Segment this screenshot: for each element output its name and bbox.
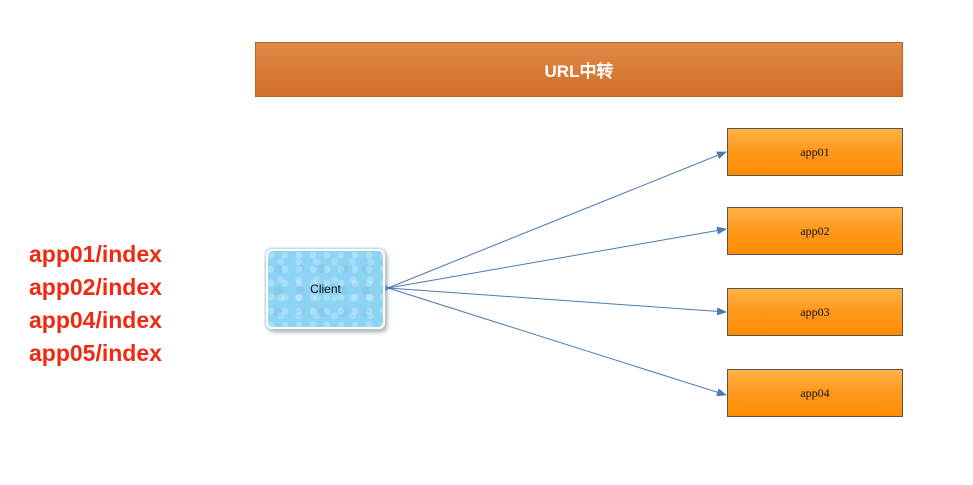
app03-node: app03 xyxy=(727,288,903,336)
app-label: app01 xyxy=(800,144,830,159)
url-relay-banner: URL中转 xyxy=(255,42,903,97)
arrow-to-app01 xyxy=(387,151,727,289)
app01-node: app01 xyxy=(727,128,903,176)
banner-title: URL中转 xyxy=(544,62,614,81)
url-path-item: app01/index xyxy=(29,241,162,267)
app-label: app03 xyxy=(800,304,830,319)
client-label: Client xyxy=(310,282,341,296)
client-node: Client xyxy=(266,249,385,329)
url-path-list: app01/index app02/index app04/index app0… xyxy=(29,238,162,370)
url-path-item: app04/index xyxy=(29,307,162,333)
url-path-item: app02/index xyxy=(29,274,162,300)
arrow-to-app04 xyxy=(387,287,727,397)
app-label: app02 xyxy=(800,223,830,238)
url-path-item: app05/index xyxy=(29,340,162,366)
app04-node: app04 xyxy=(727,369,903,417)
app-label: app04 xyxy=(800,385,830,400)
arrow-to-app03 xyxy=(387,287,727,316)
app02-node: app02 xyxy=(727,207,903,255)
arrow-to-app02 xyxy=(387,226,727,289)
